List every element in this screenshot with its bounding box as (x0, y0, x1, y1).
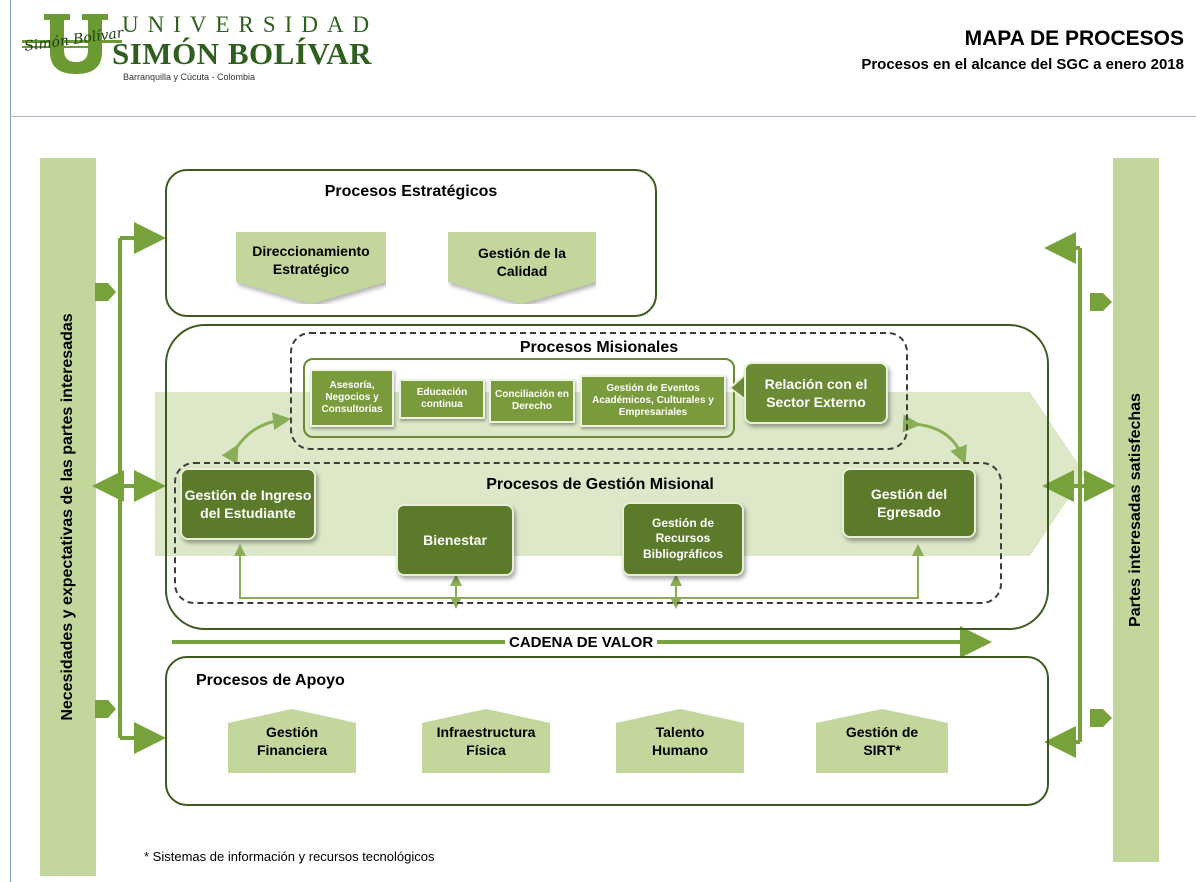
estrategicos-title: Procesos Estratégicos (324, 183, 498, 200)
logo-university-word: UNIVERSIDAD (122, 12, 379, 37)
estrategicos-box (165, 169, 657, 317)
footnote: * Sistemas de información y recursos tec… (144, 849, 435, 864)
procesos-misionales-box (290, 332, 908, 450)
curve-left (221, 412, 291, 465)
right-pentagon-bottom (1090, 709, 1112, 727)
right-output-bar: Partes interesadas satisfechas (1113, 158, 1159, 862)
gestion-misional-box (174, 462, 1002, 604)
gestion-financiera-label: Gestión Financiera (256, 724, 328, 759)
page-title: MAPA DE PROCESOS (964, 27, 1184, 50)
left-pentagon-bottom (95, 700, 116, 718)
talento-humano-label: Talento Humano (652, 724, 708, 759)
relacion-sector-externo[interactable]: Relación con el Sector Externo (744, 362, 888, 424)
gestion-financiera[interactable]: Gestión Financiera (228, 709, 356, 773)
curve-right (902, 414, 968, 465)
conciliacion-derecho[interactable]: Conciliación en Derecho (489, 379, 575, 423)
gestion-sirt-label: Gestión de SIRT* (845, 724, 919, 759)
gestion-misional-title: Procesos de Gestión Misional (486, 476, 714, 493)
misional-container (165, 324, 1049, 630)
university-logo: Simón Bolívar (22, 10, 352, 90)
u-shield-icon (22, 14, 122, 74)
direccionamiento-label: Direccionamiento Estratégico (252, 243, 370, 278)
talento-humano[interactable]: Talento Humano (616, 709, 744, 773)
gestion-calidad-label: Gestión de la Calidad (478, 245, 566, 280)
header-divider (10, 116, 1196, 117)
page-subtitle: Procesos en el alcance del SGC a enero 2… (861, 56, 1184, 73)
gestion-eventos[interactable]: Gestión de Eventos Académicos, Culturale… (580, 375, 726, 427)
left-input-bar: Necesidades y expectativas de las partes… (40, 158, 96, 876)
direccionamiento-estrategico[interactable]: Direccionamiento Estratégico (236, 232, 386, 304)
page-frame (10, 0, 1196, 882)
apoyo-box (165, 656, 1049, 806)
gestion-calidad[interactable]: Gestión de la Calidad (448, 232, 596, 304)
gestion-sirt[interactable]: Gestión de SIRT* (816, 709, 948, 773)
bienestar[interactable]: Bienestar (396, 504, 514, 576)
logo-city-text: Barranquilla y Cúcuta - Colombia (123, 72, 256, 82)
left-pentagon-top (95, 283, 116, 301)
gestion-egresado[interactable]: Gestión del Egresado (842, 468, 976, 538)
logo-university-name: SIMÓN BOLÍVAR (112, 36, 373, 71)
infraestructura-fisica[interactable]: Infraestructura Física (422, 709, 550, 773)
asesoria-negocios[interactable]: Asesoría, Negocios y Consultorías (310, 369, 394, 427)
gestion-ingreso-estudiante[interactable]: Gestión de Ingreso del Estudiante (180, 468, 316, 540)
apoyo-title: Procesos de Apoyo (196, 672, 345, 689)
infraestructura-fisica-label: Infraestructura Física (436, 724, 536, 759)
cadena-valor-label: CADENA DE VALOR (505, 634, 658, 651)
gestion-recursos-bibliograficos[interactable]: Gestión de Recursos Bibliográficos (622, 502, 744, 576)
procesos-misionales-title: Procesos Misionales (519, 339, 679, 356)
educacion-continua[interactable]: Educación continua (399, 379, 485, 419)
right-pentagon-top (1090, 293, 1112, 311)
